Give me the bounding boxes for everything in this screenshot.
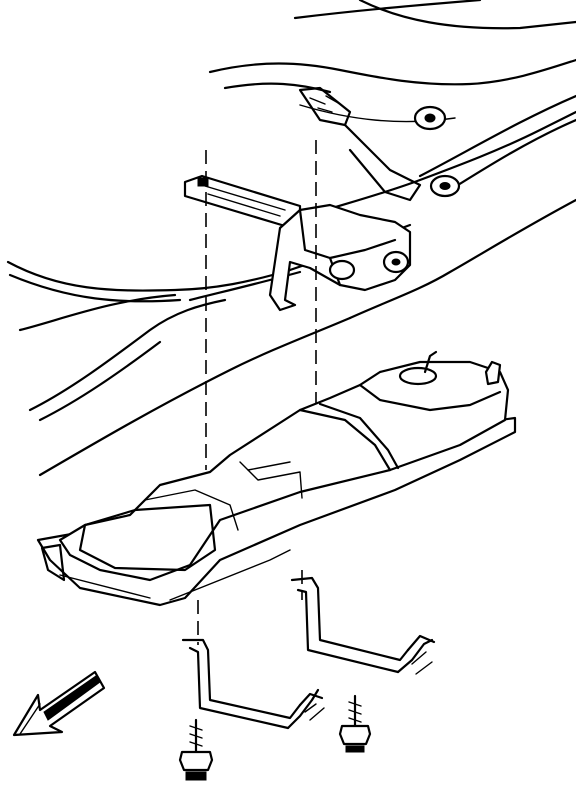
fuel-tank [36, 350, 517, 607]
crossmember [268, 86, 461, 312]
fuel-tank-strap-right [290, 576, 436, 675]
fuel-tank-strap-left [181, 638, 325, 730]
vehicle-body-outline [208, 0, 576, 192]
strap-bolt-right [338, 694, 372, 753]
arrow-icon [12, 670, 106, 737]
upper-bracket-left [183, 174, 302, 228]
strap-bolt-left [178, 718, 214, 781]
vehicle-frame-rail [6, 110, 576, 477]
alignment-lines [197, 140, 317, 645]
